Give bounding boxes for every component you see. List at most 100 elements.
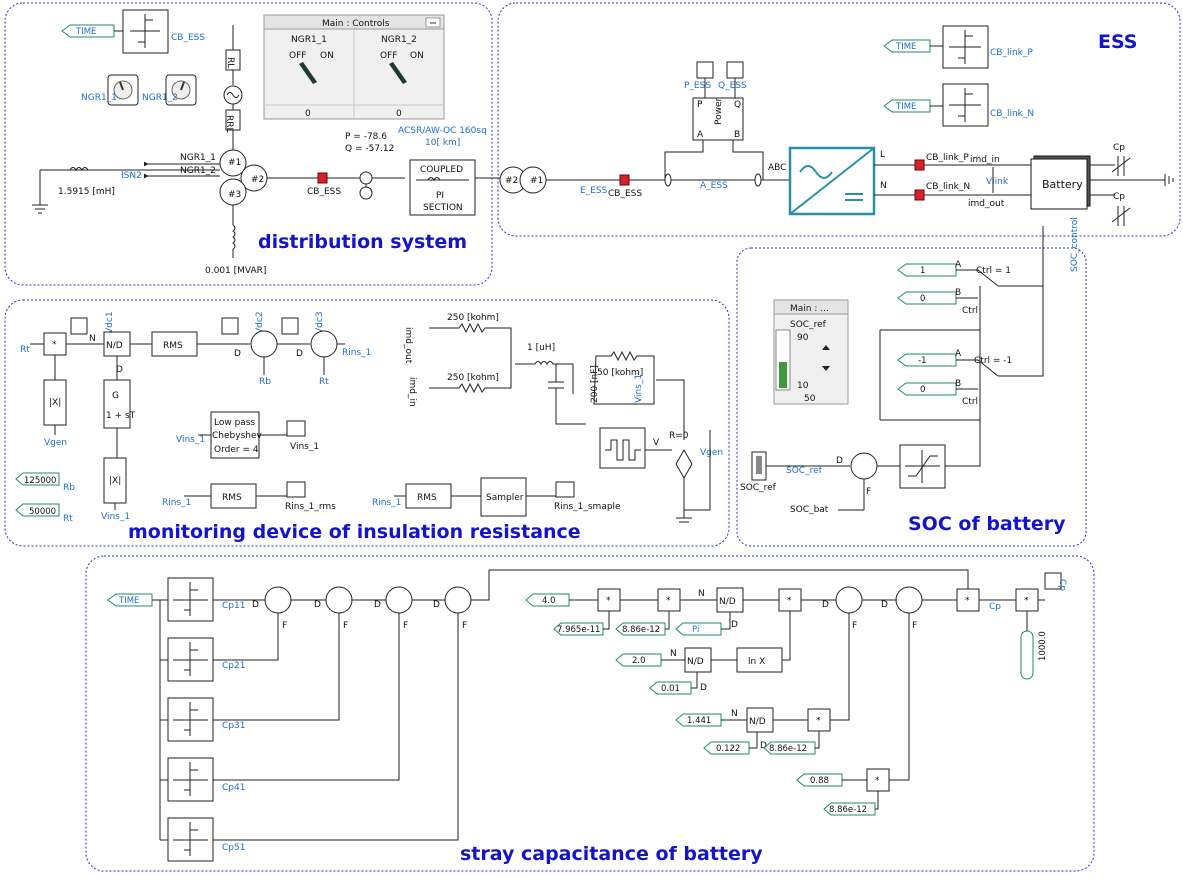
vins2-label: Vins_1 (634, 374, 644, 403)
p-ess-scope[interactable] (696, 61, 714, 79)
imd-out-label: imd_out (968, 199, 1005, 209)
battery-label: Battery (1042, 178, 1083, 191)
cable-type: ACSR/AW-OC 160sq (398, 126, 487, 136)
nd-2 (684, 647, 712, 673)
multiplier-1-label: * (52, 340, 57, 350)
ngr2-label: NGR1_2 (142, 93, 178, 103)
nd1-n: N (698, 589, 705, 599)
distribution-system: TIME CB_ESS NGR1_1 NGR1_2 Main : Control… (32, 9, 500, 276)
lag-block (103, 379, 131, 429)
const-rt-label: Rt (63, 514, 73, 524)
vgen2-label: Vgen (700, 448, 723, 458)
nd-2-label: N/D (687, 657, 704, 667)
cb-link-p-breaker[interactable] (914, 159, 925, 171)
rins-smaple-scope[interactable] (555, 481, 575, 498)
cp-out-scope[interactable] (1044, 572, 1062, 590)
cb-ess-ess-breaker[interactable] (619, 174, 630, 186)
cb-link-n-breaker[interactable] (914, 189, 925, 201)
cp21-label: Cp21 (222, 661, 245, 671)
section-title-soc: SOC of battery (908, 513, 1066, 535)
nd3-n: N (731, 709, 738, 719)
rb-signal: Rb (259, 377, 271, 387)
transformer-w2-label: #2 (251, 175, 264, 185)
mul-5-label: * (1024, 596, 1029, 606)
switch2-ctrl-label: Ctrl (962, 397, 978, 407)
cb-link-p-signal: CB_link_P (990, 48, 1033, 58)
q-ess-scope[interactable] (726, 61, 744, 79)
sum5-d: D (822, 600, 829, 610)
ngr2-knob[interactable] (389, 62, 407, 84)
sum2-d-label: D (314, 600, 321, 610)
r0-label: R=0 (669, 431, 689, 441)
time-tag-label: TIME (75, 27, 96, 37)
nd3-d: D (760, 741, 767, 751)
line-ngr2: NGR1_2 (180, 166, 216, 176)
sampler-block (480, 477, 527, 517)
cp-out-label: Cp (1057, 579, 1067, 591)
power-q: Q (734, 100, 741, 110)
const-1441-label: 1.441 (687, 716, 711, 726)
rins-signal: Rins_1 (342, 348, 371, 358)
cp11-label: Cp11 (222, 601, 245, 611)
const-rb-label: Rb (63, 483, 75, 493)
nd2-n: N (670, 649, 677, 659)
ess-section: #2 #1 E_ESS CB_ESS A_ESS P_ESS Q_ESS Pow… (499, 25, 1174, 226)
battery[interactable] (1030, 158, 1088, 210)
ln-block (736, 647, 783, 673)
vins-scope-label: Vins_1 (290, 442, 319, 452)
soc-slider-max: 90 (797, 333, 809, 343)
soc-const-0b (897, 382, 957, 396)
const-125000 (15, 472, 60, 486)
lowpass-l3: Order = 4 (214, 445, 259, 455)
stray-sum-5 (835, 586, 863, 614)
r250b-label: 250 [kohm] (447, 373, 499, 383)
power-meter[interactable] (692, 97, 744, 141)
vdc1-label: Vdc1 (105, 311, 115, 334)
vdc2-scope[interactable] (221, 317, 239, 335)
nd-3 (746, 707, 774, 733)
rms-block-2-label: RMS (222, 493, 242, 503)
ammeter (359, 171, 373, 185)
cp1-label: Cp (1113, 143, 1125, 153)
q-reading: Q = -57.12 (345, 144, 394, 154)
const-0122-label: 0.122 (716, 744, 740, 754)
lowpass-l2: Chebyshev (212, 431, 262, 441)
inverter-n: N (880, 181, 887, 191)
controls-panel: Main : Controls NGR1_1 NGR1_2 OFF ON OFF… (263, 14, 445, 120)
mul-2-label: * (666, 596, 671, 606)
vdc1-scope[interactable] (70, 317, 88, 335)
ngr2-value: 0 (396, 109, 402, 119)
soc-bat-label: SOC_bat (790, 505, 829, 515)
ngr1-value: 0 (305, 109, 311, 119)
vins-scope[interactable] (286, 420, 306, 437)
rins-smaple-label: Rins_1_smaple (554, 502, 621, 512)
coupled-line1: COUPLED (420, 165, 463, 175)
const-pi-label: Pi (692, 625, 699, 635)
abs-block-1-label: |X| (49, 398, 61, 408)
rins-rms-scope[interactable] (286, 481, 306, 498)
sum6-f: F (912, 621, 917, 631)
inverter-abc: ABC (768, 163, 786, 173)
monitoring-section: Rt * Vdc1 N/D N D RMS Vdc2 D Rb Vdc3 D R… (15, 311, 723, 524)
section-title-stray: stray capacitance of battery (460, 843, 763, 865)
divider-d: D (116, 365, 123, 375)
const-125000-label: 125000 (24, 476, 56, 486)
l1uh-label: 1 [uH] (527, 343, 555, 353)
ngr1-knob[interactable] (299, 62, 317, 84)
frame-ess (497, 2, 1181, 237)
sum1-f-label: F (282, 621, 287, 631)
mul-1-label: * (606, 596, 611, 606)
frame-distribution (4, 2, 493, 286)
ess-tr1-label: #1 (530, 176, 543, 186)
const-886b-label: 8.86e-12 (769, 744, 807, 754)
switch1-b: B (955, 288, 961, 298)
soc-sum-d: D (836, 456, 843, 466)
sum4-f-label: F (462, 621, 467, 631)
imd-in-label: imd_in (970, 155, 1000, 165)
coupled-pi-section[interactable] (409, 159, 476, 216)
switch1-a: A (955, 260, 962, 270)
stray-time-label: TIME (118, 596, 139, 606)
vdc3-scope[interactable] (281, 317, 299, 335)
cb-ess-breaker[interactable] (317, 172, 328, 184)
